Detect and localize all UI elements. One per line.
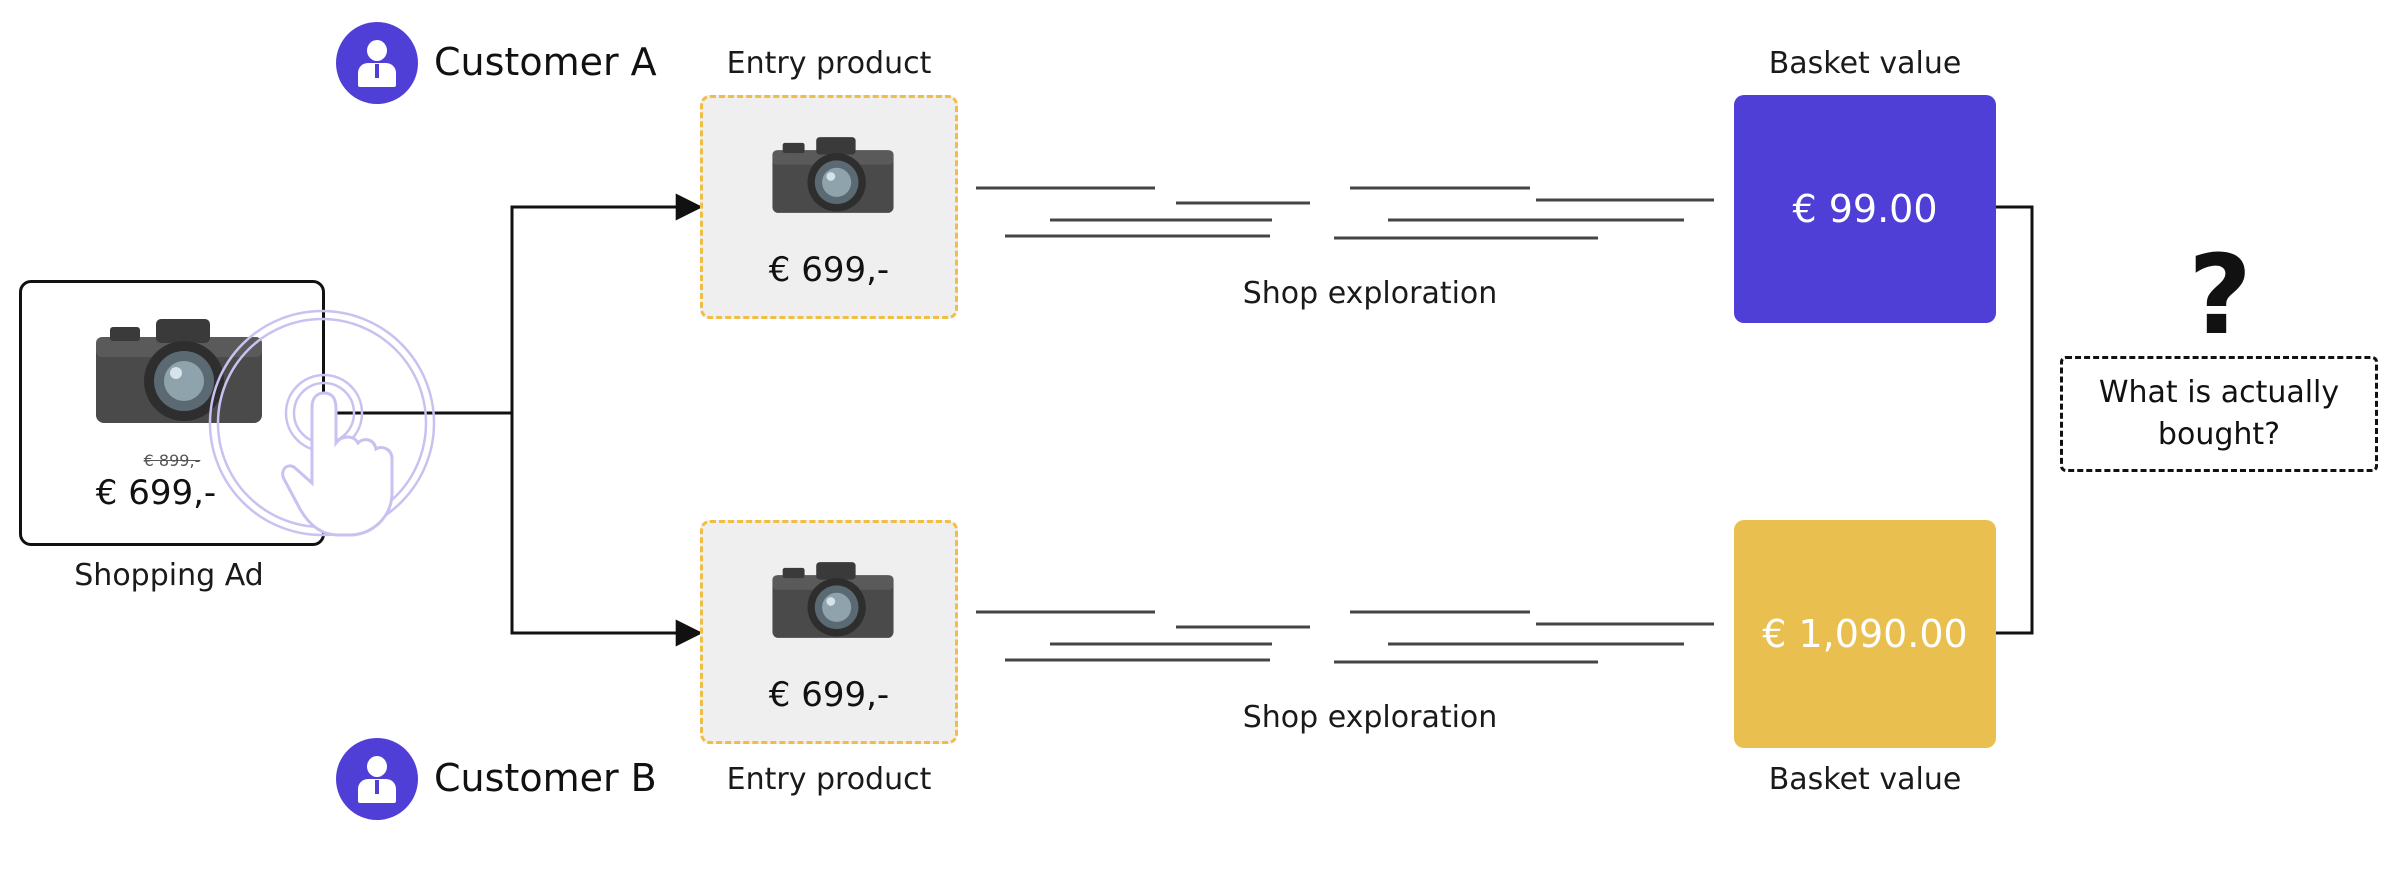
ad-old-price: € 899,- [143, 451, 201, 470]
entry-product-price-b: € 699,- [768, 675, 890, 715]
camera-icon [772, 137, 894, 213]
shop-exploration-label-a: Shop exploration [1242, 276, 1498, 311]
shopping-ad-card[interactable]: € 899,- € 699,- [19, 280, 436, 546]
customer-b-name: Customer B [434, 756, 657, 800]
basket-value-a: € 99.00 [1792, 187, 1938, 231]
person-icon [367, 40, 387, 61]
basket-value-b: € 1,090.00 [1762, 612, 1968, 656]
customer-b-avatar [336, 738, 418, 820]
exploration-lines-b [976, 610, 1714, 664]
shop-exploration-label-b: Shop exploration [1242, 700, 1498, 735]
entry-product-card-b[interactable]: € 699,- [700, 520, 958, 744]
person-icon [367, 756, 387, 777]
exploration-lines-a [976, 186, 1714, 240]
pointer-hand-icon [208, 309, 436, 537]
camera-icon [772, 562, 894, 638]
shopping-ad-label: Shopping Ad [74, 558, 264, 593]
customer-a-avatar [336, 22, 418, 104]
basket-value-card-a: € 99.00 [1734, 95, 1996, 323]
entry-product-label-a: Entry product [726, 46, 932, 81]
question-mark: ? [2188, 231, 2252, 359]
entry-product-price-a: € 699,- [768, 250, 890, 290]
basket-value-label-a: Basket value [1768, 46, 1962, 81]
question-text: What is actually bought? [2098, 375, 2340, 452]
basket-value-card-b: € 1,090.00 [1734, 520, 1996, 748]
entry-product-card-a[interactable]: € 699,- [700, 95, 958, 319]
entry-product-label-b: Entry product [726, 762, 932, 797]
question-box: What is actually bought? [2060, 356, 2378, 472]
basket-bracket-line [1996, 205, 2034, 635]
ad-price: € 699,- [95, 473, 217, 513]
arrow-to-entry-b [510, 413, 703, 647]
arrow-to-entry-a [510, 193, 703, 413]
customer-a-name: Customer A [434, 40, 657, 84]
basket-value-label-b: Basket value [1768, 762, 1962, 797]
